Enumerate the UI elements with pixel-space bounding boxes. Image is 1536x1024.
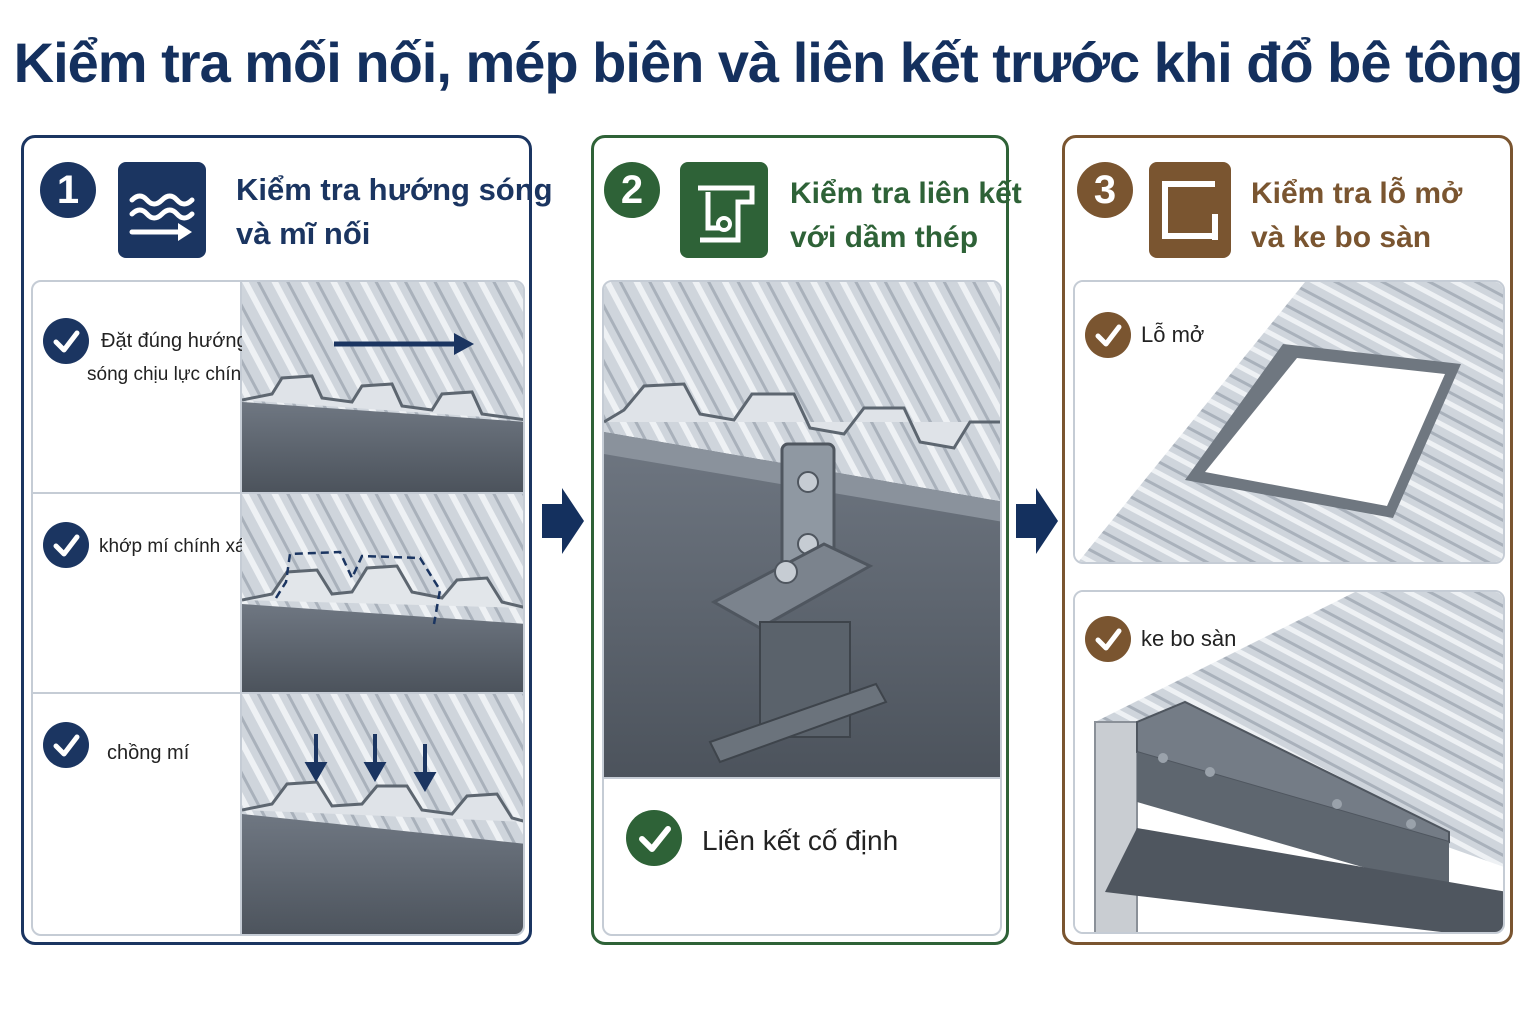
check-label-line: chồng mí (107, 742, 190, 764)
deck-wave-illustration (242, 282, 523, 492)
panel-opening-edge: 3 Kiểm tra lỗ mở và ke bo sàn Lỗ mở (1062, 135, 1513, 945)
panel-title: Kiểm tra hướng sóng và mĩ nối (236, 168, 553, 256)
checkmark-icon (43, 522, 89, 568)
step-number: 2 (604, 162, 660, 218)
panel-title: Kiểm tra lỗ mở và ke bo sàn (1251, 172, 1462, 260)
panel-title: Kiểm tra liên kết với dầm thép (790, 172, 1022, 260)
panel-title-line: Kiểm tra hướng sóng (236, 172, 553, 207)
panel-title-line: Kiểm tra lỗ mở (1251, 177, 1463, 210)
deck-opening-illustration (1075, 282, 1503, 562)
panel-wave-direction: 1 Kiểm tra hướng sóng và mĩ nối Đặt đúng… (21, 135, 553, 945)
wave-arrow-icon (118, 162, 206, 258)
panel-title-line: với dầm thép (790, 221, 979, 254)
check-label: ke bo sàn (1141, 622, 1236, 656)
check-card: Liên kết cố định (602, 280, 1002, 936)
check-card-opening: Lỗ mở (1073, 280, 1505, 564)
edge-frame-icon (1149, 162, 1231, 258)
check-label-line: ke bo sàn (1141, 626, 1237, 651)
check-label-line: khớp mí chính xác (99, 536, 256, 557)
arrow-right-icon (1016, 488, 1058, 554)
beam-clamp-icon (680, 162, 768, 258)
page-title: Kiểm tra mối nối, mép biên và liên kết t… (13, 31, 1524, 94)
check-label-line: sóng chịu lực chính (87, 364, 252, 385)
deck-seam-illustration (242, 494, 523, 692)
deck-overlap-illustration (242, 694, 523, 934)
check-label: Liên kết cố định (702, 824, 898, 858)
checkmark-icon (43, 722, 89, 768)
check-label-line: Đặt đúng hướng (101, 330, 248, 352)
check-label-line: Liên kết cố định (702, 825, 899, 856)
checkmark-icon (1085, 312, 1131, 358)
check-card-edge: ke bo sàn (1073, 590, 1505, 934)
panel-title-line: Kiểm tra liên kết (790, 177, 1022, 210)
check-label-line: Lỗ mở (1141, 322, 1205, 347)
panel-title-line: và mĩ nối (236, 216, 371, 251)
checkmark-icon (43, 318, 89, 364)
check-label: khớp mí chính xác (99, 530, 256, 564)
step-number: 3 (1077, 162, 1133, 218)
check-label: Đặt đúng hướng sóng chịu lực chính (87, 324, 252, 392)
step-number: 1 (40, 162, 96, 218)
checklist-table: Đặt đúng hướng sóng chịu lực chính khớp … (31, 280, 525, 936)
checkmark-icon (626, 810, 682, 866)
panel-beam-connection: 2 Kiểm tra liên kết với dầm thép (591, 135, 1022, 945)
panel-title-line: và ke bo sàn (1251, 221, 1432, 254)
edge-trim-illustration (1075, 592, 1503, 932)
checkmark-icon (1085, 616, 1131, 662)
beam-clip-illustration (604, 282, 1000, 777)
check-label: Lỗ mở (1141, 318, 1204, 352)
check-label: chồng mí (107, 736, 237, 770)
arrow-right-icon (542, 488, 584, 554)
